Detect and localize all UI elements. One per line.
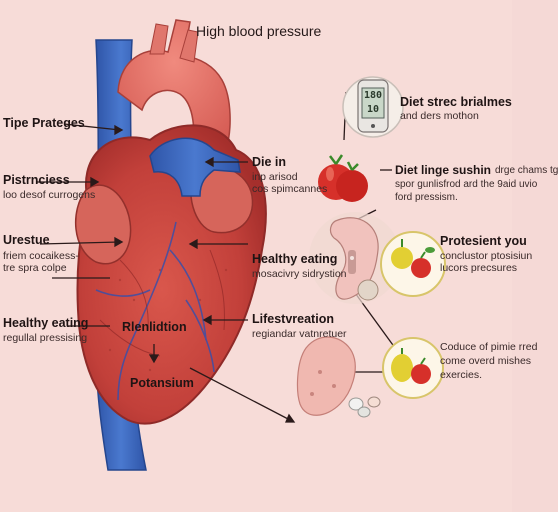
heart-illustration (74, 19, 267, 471)
right-sub-2: drge chams tg spor gunlisfrod ard the 9a… (395, 165, 558, 203)
tomatoes-icon (318, 154, 368, 202)
left-sub-2: loo desof currogens (3, 189, 96, 201)
left-label-1: Tipe Prateges (3, 116, 85, 130)
heart-label-a: Rlenlidtion (122, 320, 187, 334)
right-label-3: Protesient you (440, 234, 527, 248)
center-label-1: Die in (252, 155, 287, 169)
left-label-3: Urestue (3, 233, 50, 247)
center-label-2: Healthy eating (252, 252, 338, 266)
center-sub-2: mosacivry sidrystion (252, 268, 347, 280)
right-sub-3: conclustor ptosisiun lucors precsures (440, 250, 533, 275)
device-reading-line1: 180 (364, 90, 383, 101)
fruit-plate-icon (357, 231, 446, 301)
kidney-icon (309, 212, 401, 304)
stomach-icon (296, 336, 356, 416)
left-sub-4: regullal pressising (3, 332, 88, 344)
pulmonary-vessel (149, 137, 241, 197)
device-reading-line2: 10 (367, 104, 380, 115)
center-label-3: Lifestvreation (252, 312, 334, 326)
center-sub-3: regiandar vatnretuer (252, 328, 347, 340)
right-label-1: Diet strec brialmes (400, 95, 512, 109)
left-label-2: Pistrnciess (3, 173, 70, 187)
infographic-canvas: High blood pressure Tipe Prateges Pistrn… (3, 19, 558, 471)
fruit-bowl-icon (382, 337, 444, 399)
page-title: High blood pressure (196, 23, 322, 39)
heart-label-b: Potansium (130, 376, 194, 390)
right-label-2: Diet linge sushin (395, 163, 492, 177)
illustration-layer (36, 19, 446, 471)
left-sub-3: friem cocaikess- tre spra colpe (3, 250, 79, 275)
left-label-4: Healthy eating (3, 316, 89, 330)
pills-icon (348, 396, 381, 418)
center-sub-1: inp arisod cos spimcannes (252, 171, 328, 196)
blood-pressure-monitor-icon (342, 76, 404, 138)
right-sub-1: and ders mothon (400, 110, 479, 122)
right-sub-4: Coduce of pimie rred come overd mishes e… (440, 341, 538, 382)
